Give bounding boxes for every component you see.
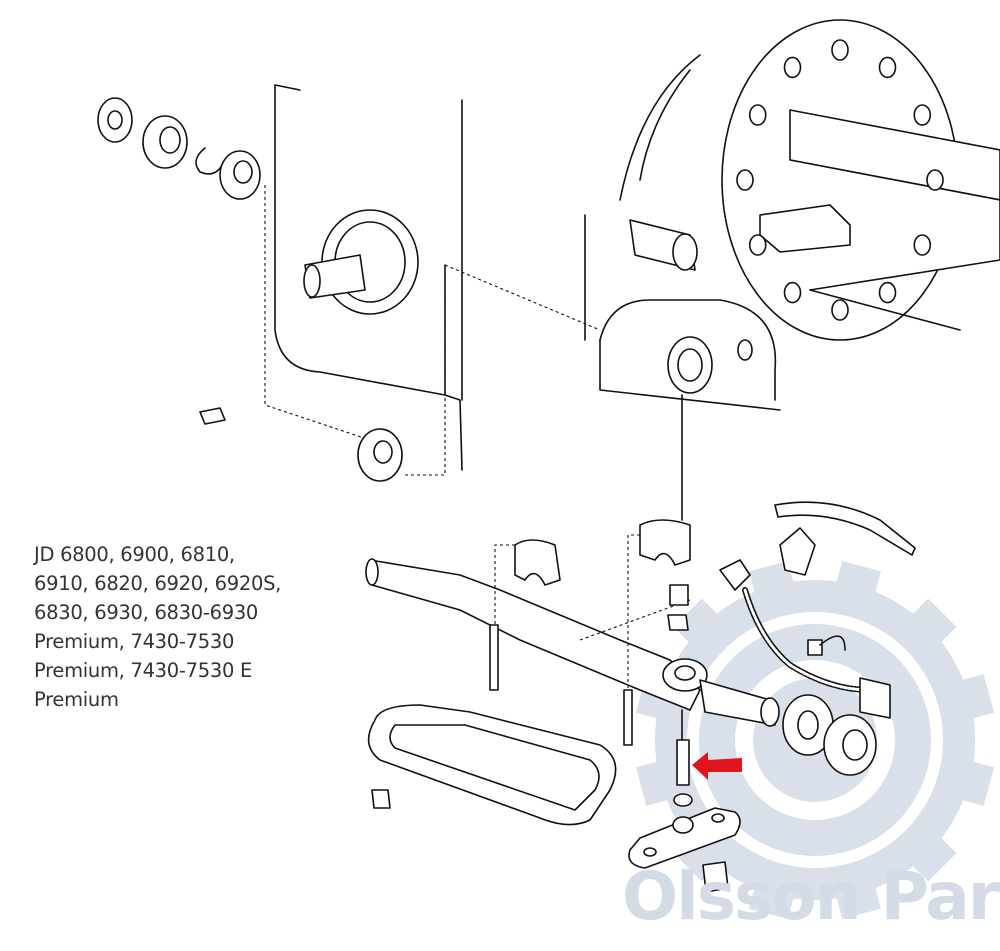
bolt-hole xyxy=(736,169,754,191)
grease-fitting xyxy=(199,407,226,425)
model-line: 6830, 6930, 6830-6930 xyxy=(34,601,259,624)
model-line: JD 6800, 6900, 6810, xyxy=(34,543,235,566)
bolt-hole xyxy=(878,281,897,304)
compatible-models-text: JD 6800, 6900, 6810, 6910, 6820, 6920, 6… xyxy=(34,540,334,714)
bolt-hole xyxy=(748,104,767,126)
gearbox-housing xyxy=(274,19,1000,471)
model-line: Premium, 7430-7530 E xyxy=(34,659,252,682)
model-line: Premium, 7430-7530 xyxy=(34,630,235,653)
bolt xyxy=(702,861,729,893)
pin-highlighted xyxy=(676,739,690,786)
bolt-hole xyxy=(913,104,932,126)
bolt-hole xyxy=(748,234,767,256)
bolt-hole xyxy=(783,56,802,79)
bracket xyxy=(514,539,561,586)
mounting-plate xyxy=(628,807,741,869)
bolt-hole xyxy=(783,281,802,304)
shift-shaft xyxy=(365,558,877,776)
bolt xyxy=(623,689,633,746)
bolt-hole xyxy=(926,169,944,191)
brand-watermark: Olsson Parts xyxy=(622,858,1000,935)
bolt xyxy=(489,624,499,691)
bushing xyxy=(357,428,403,482)
model-line: Premium xyxy=(34,688,119,711)
bracket xyxy=(639,519,691,566)
bolt-hole xyxy=(878,56,897,79)
gasket xyxy=(367,704,617,826)
bolt-hole xyxy=(913,234,932,256)
red-arrow-icon xyxy=(692,752,742,780)
washer-stack xyxy=(97,97,261,200)
bolt-hole xyxy=(831,299,849,321)
bolt-hole xyxy=(831,39,849,61)
sensor-harness xyxy=(719,501,916,719)
model-line: 6910, 6820, 6920, 6920S, xyxy=(34,572,282,595)
